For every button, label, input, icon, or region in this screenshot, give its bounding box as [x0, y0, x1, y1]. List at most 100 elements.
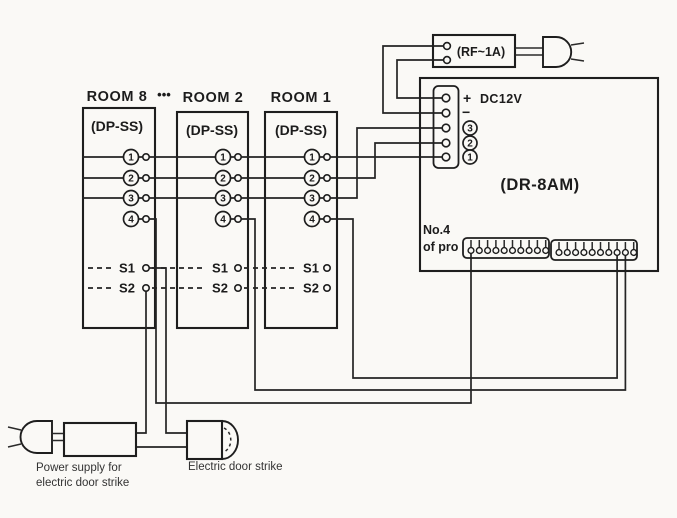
room1-t2: 2: [309, 174, 315, 185]
room1-s2-screw: [322, 283, 331, 292]
room2-t3: 3: [220, 194, 226, 205]
psu-cord: [52, 432, 64, 442]
room2-s2-screw: [234, 283, 243, 292]
wire-room2-terminal4: [240, 218, 627, 391]
pin-r4: [580, 248, 588, 257]
dr-plus-screw: [441, 93, 451, 103]
room-8-unit-label: (DP-SS): [91, 118, 143, 134]
room-1-title: ROOM 1: [271, 90, 332, 106]
room2-t2: 2: [220, 174, 226, 185]
room1-s2: S2: [303, 281, 319, 296]
room8-s1: S1: [119, 261, 135, 276]
room8-t2-circle: [122, 169, 140, 187]
room8-t1-screw: [142, 153, 151, 162]
room1-t4-circle: [303, 210, 321, 228]
door-release-dashed-lines: [88, 267, 296, 289]
room-2-unit: ROOM 2 (DP-SS): [175, 90, 250, 330]
rf-terminal-1: [442, 41, 452, 51]
room1-t3: 3: [309, 194, 315, 205]
power-supply-box: [62, 421, 138, 458]
dr-t1-circle: [462, 149, 478, 165]
dr-note-line1: No.4: [423, 223, 450, 237]
pin-r6: [596, 248, 605, 257]
pin-r10: [630, 248, 638, 257]
pin-strip-left-outline: [462, 237, 550, 259]
room-1-unit-label: (DP-SS): [275, 122, 327, 138]
pin-r7: [605, 248, 613, 257]
door-strike-power-assembly: Power supply for electric door strike El…: [7, 419, 283, 489]
door-strike-dome: [221, 420, 239, 460]
wire-room1-terminal4: [329, 218, 618, 379]
room2-t4-screw: [234, 215, 243, 224]
pin-l3: [484, 246, 492, 255]
door-strike-dome-inner: [223, 427, 232, 453]
room1-s1: S1: [303, 261, 319, 276]
pin-l9: [533, 246, 542, 255]
bus-wire-2: [82, 142, 443, 179]
rf-unit-box: [431, 33, 517, 69]
dr-t2: 2: [467, 139, 473, 150]
wire-s1-to-door-strike: [148, 267, 188, 434]
pin-r1: [555, 248, 563, 257]
room-2-box: [175, 110, 250, 330]
pin-l10: [542, 246, 550, 255]
room2-s1-screw: [234, 263, 243, 272]
room2-t4: 4: [220, 215, 226, 226]
room1-t4: 4: [309, 215, 315, 226]
pin-r2: [563, 248, 571, 257]
room2-s2: S2: [212, 281, 228, 296]
room8-t3-screw: [142, 194, 151, 203]
room2-t3-screw: [234, 194, 243, 203]
dr-unit-label: (DR-8AM): [500, 176, 579, 194]
dr-t3-circle: [462, 120, 478, 136]
room-8-terminals: 1 2 3 4 S1 S2: [119, 148, 151, 296]
wire-room8-terminal4: [148, 218, 472, 404]
room8-t4: 4: [128, 215, 134, 226]
call-wires: [148, 218, 627, 404]
room8-t4-screw: [142, 215, 151, 224]
room8-s1-screw: [142, 263, 151, 272]
ac-plug-bottom: [19, 420, 53, 454]
pin-r5: [588, 248, 596, 257]
rf-terminal-2: [442, 55, 452, 65]
room-8-unit: ROOM 8 (DP-SS): [81, 89, 157, 330]
dr-pin-connector-left: [462, 237, 550, 259]
rf-power-unit: (RF~1A): [382, 33, 585, 114]
room1-t2-screw: [322, 174, 331, 183]
room8-t1-circle: [122, 148, 140, 166]
ac-plug-top-prongs: [570, 42, 585, 62]
pin-r9: [621, 248, 630, 257]
pin-strip-right-stems: [558, 242, 635, 249]
pin-l6: [508, 246, 517, 255]
rf-unit-label: (RF~1A): [457, 45, 505, 59]
dr-unit-box: [418, 76, 660, 273]
dc-plus-sign: +: [463, 90, 471, 106]
dc12v-label: DC12V: [480, 92, 523, 106]
ac-plug-bottom-prongs: [7, 426, 22, 448]
pin-r3: [571, 248, 580, 257]
room8-t3-circle: [122, 189, 140, 207]
dr-pin-connector-right: [550, 239, 638, 261]
pin-l4: [492, 246, 500, 255]
dr-main-unit: + DC12V − 3 2 1 (DR-8AM) No.4 of pro: [418, 76, 660, 273]
room8-s2-screw: [142, 283, 151, 292]
dr-minus-screw: [441, 108, 451, 118]
dr-t3: 3: [467, 124, 473, 135]
dr-terminal-strip: [432, 85, 460, 169]
pin-r8: [613, 248, 621, 257]
room1-t2-circle: [303, 169, 321, 187]
room2-t1-circle: [214, 148, 232, 166]
pin-strip-left-stems: [470, 240, 547, 247]
room2-t1-screw: [234, 153, 243, 162]
room-1-terminals: 1 2 3 4 S1 S2: [303, 148, 331, 296]
room1-s1-screw: [322, 263, 331, 272]
dr-t1: 1: [467, 153, 473, 164]
pin-l1: [467, 246, 475, 255]
bus-wires: [82, 127, 443, 220]
room8-t1: 1: [128, 153, 134, 164]
room2-t2-circle: [214, 169, 232, 187]
room1-t3-screw: [322, 194, 331, 203]
pin-l8: [525, 246, 533, 255]
